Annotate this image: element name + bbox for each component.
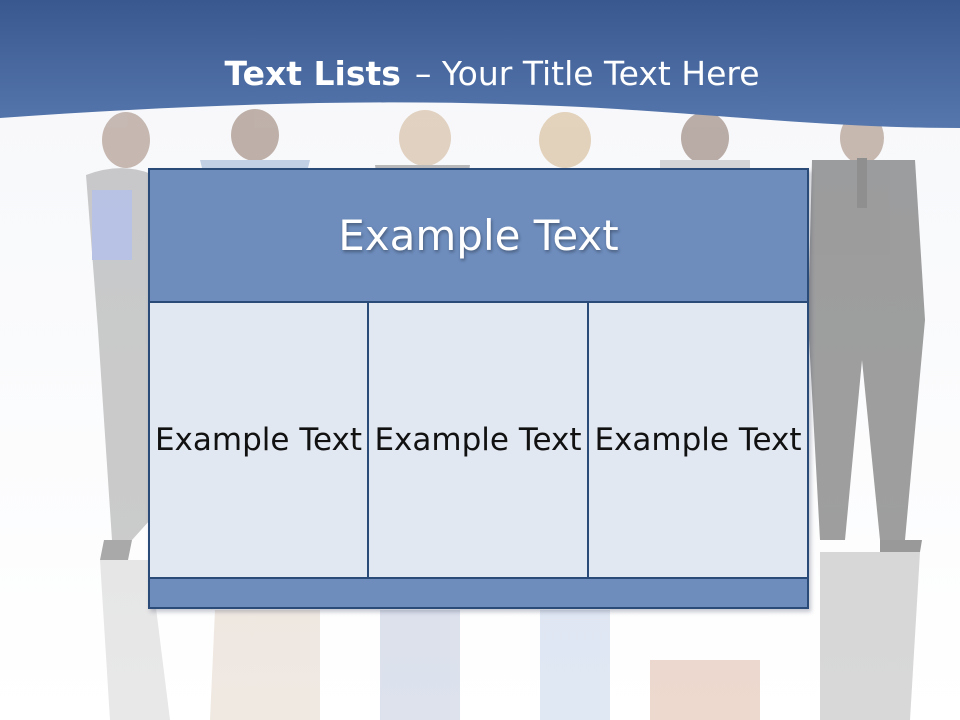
table-footer	[150, 577, 807, 607]
title-bold-text: Text Lists	[224, 54, 401, 93]
table-header: Example Text	[150, 170, 807, 303]
slide-title: Text Lists – Your Title Text Here	[0, 52, 960, 96]
table-cell-1: Example Text	[150, 303, 369, 577]
table-cell-2: Example Text	[369, 303, 589, 577]
table-cell-3: Example Text	[594, 422, 802, 458]
title-subtitle-text: – Your Title Text Here	[414, 54, 760, 93]
text-list-table: Example Text Example Text Example Text E…	[148, 168, 809, 609]
title-banner	[0, 0, 960, 128]
